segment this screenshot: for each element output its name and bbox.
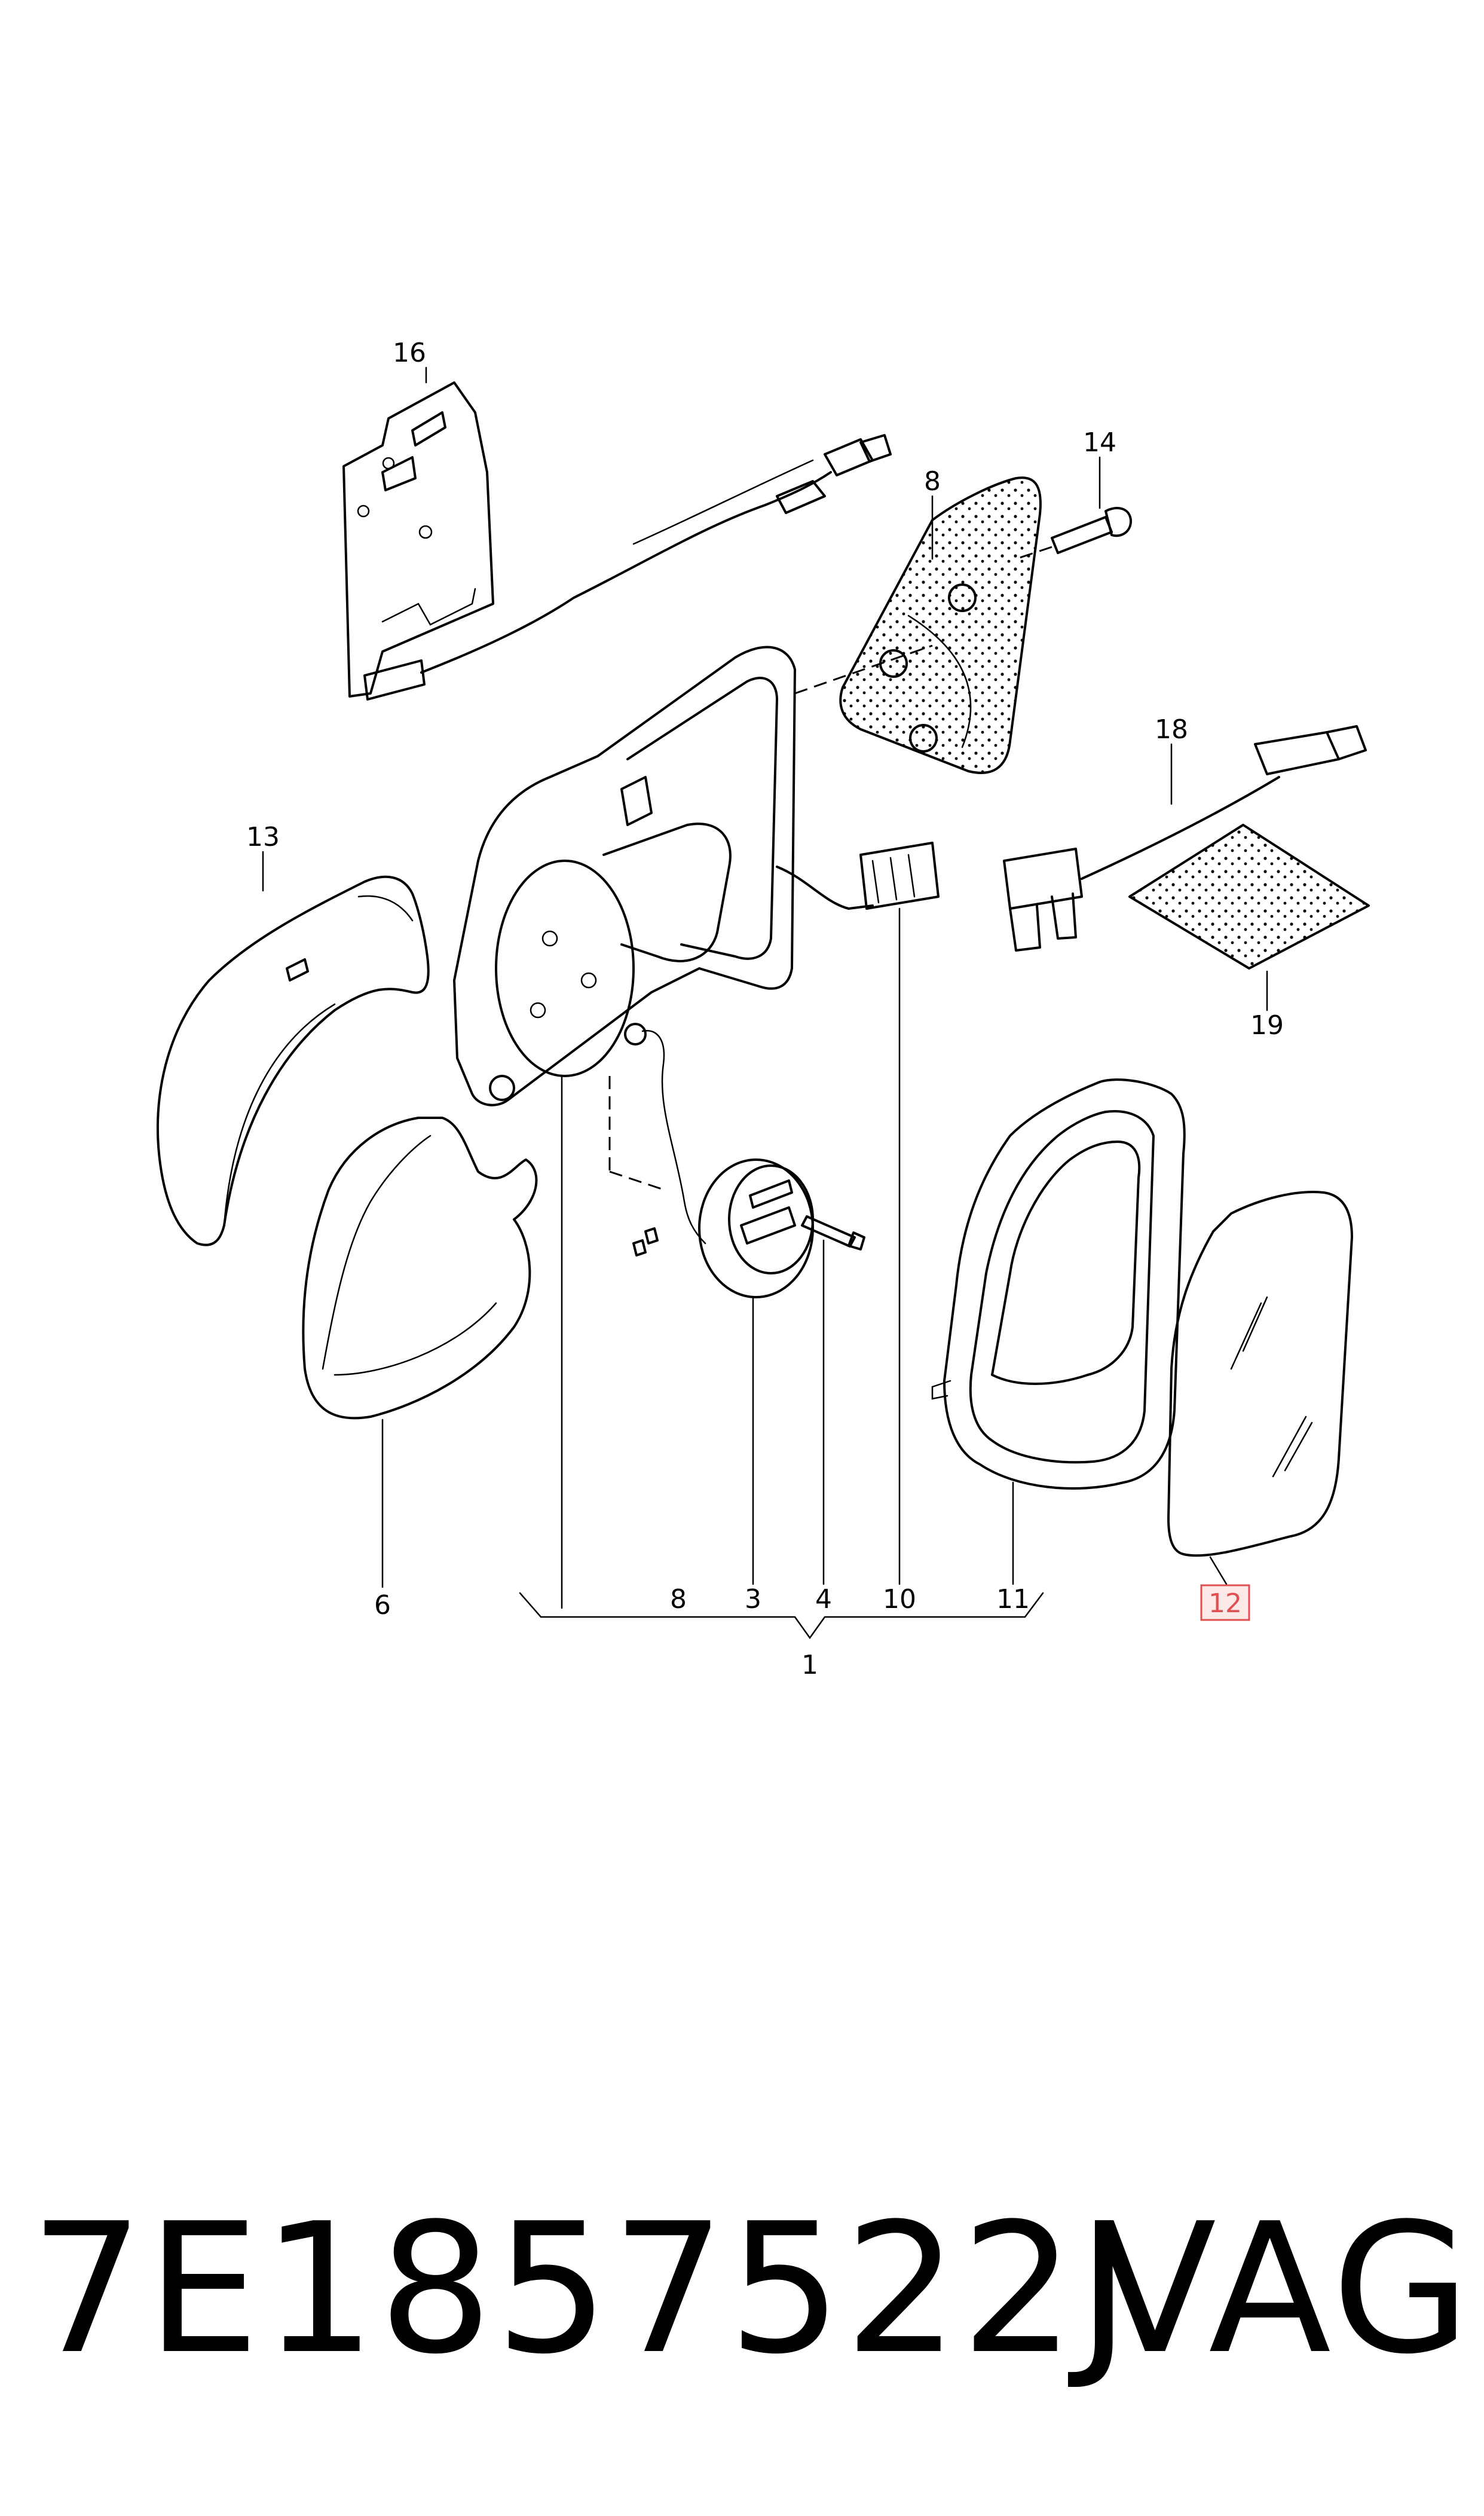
callout-6: 6: [374, 1590, 391, 1621]
callout-4: 4: [815, 1584, 832, 1615]
callout-18: 18: [1155, 714, 1188, 745]
callout-10: 10: [883, 1584, 916, 1615]
callout-8-top: 8: [924, 466, 941, 497]
callout-12: 12: [1208, 1588, 1242, 1619]
part-13-mirror-cap: [156, 875, 430, 1246]
part-16-heater-plate: [342, 381, 892, 701]
callout-3: 3: [745, 1584, 761, 1615]
part-11-mirror-frame: [931, 1078, 1186, 1490]
part-6-lower-cover: [302, 1117, 538, 1420]
part-12-mirror-glass: [1167, 1191, 1353, 1557]
part-14-screw: [1015, 507, 1133, 560]
part-mirror-housing: [453, 644, 940, 1106]
callout-8: 8: [670, 1584, 687, 1615]
callout-16: 16: [393, 338, 426, 368]
callout-1: 1: [801, 1650, 818, 1680]
callout-14: 14: [1083, 427, 1116, 458]
part-8-backing-plate: [839, 476, 1042, 774]
part-4-bolt: [801, 1215, 865, 1251]
part-number: 7E1857522J: [30, 2185, 1133, 2393]
caption-bar: 7E1857522J VAG: [0, 2188, 1484, 2403]
callout-13: 13: [246, 822, 280, 852]
callout-11: 11: [996, 1584, 1030, 1615]
exploded-parts-diagram: 16 8 14 18 19 13: [156, 338, 1370, 1680]
callout-12-highlight: [1200, 1584, 1250, 1621]
assembly-bracket: [519, 1592, 1044, 1640]
callout-19: 19: [1250, 1010, 1284, 1041]
part-3-adjustment-motor: [608, 1023, 814, 1298]
part-18-wiring-harness: [1003, 725, 1367, 952]
part-19-heater-pad: [1128, 824, 1370, 970]
brand-name: VAG: [1094, 2185, 1474, 2393]
